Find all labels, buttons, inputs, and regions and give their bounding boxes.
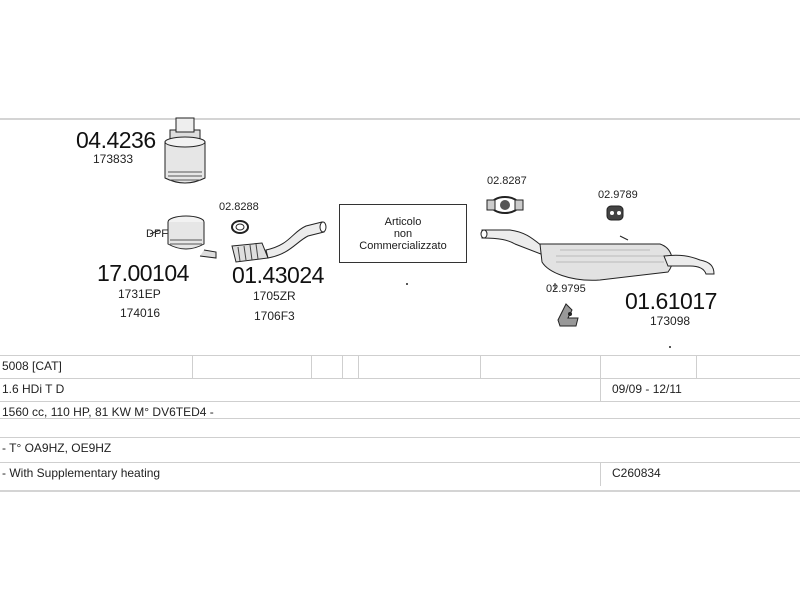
reference-code-cell: C260834 [612,466,661,480]
part-code-01-43024[interactable]: 01.43024 [232,262,324,288]
note-line-1: Articolo [384,215,422,228]
dot-mark [406,283,408,285]
production-date-cell: 09/09 - 12/11 [612,382,682,396]
note-line-3: Commercializzato [359,239,447,252]
not-available-note-box: Articolo non Commercializzato [339,204,467,263]
equipment-note-cell: - With Supplementary heating [2,466,161,480]
table-row-divider [0,355,800,356]
table-col-divider [600,355,601,378]
table-row-divider [0,418,800,419]
part-code-02-8288[interactable]: 02.8288 [219,201,259,213]
dpf-canister-top-part[interactable] [164,117,206,184]
table-row-divider [0,462,800,463]
table-col-divider [600,462,601,486]
vehicle-model-cell: 5008 [CAT] [2,359,62,373]
table-col-divider [600,378,601,401]
part-ref-173833: 173833 [93,152,134,166]
table-col-divider [311,355,312,378]
bracket-hanger-part[interactable] [557,303,579,327]
rear-silencer-part[interactable] [480,229,715,290]
table-row-divider [0,401,800,402]
clamp-part[interactable] [486,196,524,214]
engine-type-cell: 1.6 HDi T D [2,382,65,396]
table-col-divider [192,355,193,378]
front-pipe-part[interactable] [231,221,327,263]
gasket-ring-part[interactable] [231,220,249,234]
part-ref-174016: 174016 [120,306,161,320]
table-row-divider [0,437,800,438]
table-col-divider [696,355,697,378]
part-ref-1705zr: 1705ZR [253,289,296,303]
table-col-divider [342,355,343,378]
table-row-divider [0,378,800,379]
part-code-17-00104[interactable]: 17.00104 [97,260,189,286]
table-col-divider [480,355,481,378]
engine-spec-cell: 1560 cc, 110 HP, 81 KW M° DV6TED4 - [2,405,214,419]
part-code-02-9789[interactable]: 02.9789 [598,189,638,201]
part-code-02-8287[interactable]: 02.8287 [487,175,527,187]
diagram-frame [0,118,800,492]
note-line-2: non [393,227,413,240]
dpf-label: DPF [146,228,168,240]
engine-code-cell: - T° OA9HZ, OE9HZ [2,441,112,455]
part-ref-173098: 173098 [650,314,691,328]
dpf-catalyst-part[interactable] [149,215,217,259]
part-code-02-9795[interactable]: 02.9795 [546,283,586,295]
table-col-divider [358,355,359,378]
dot-mark [669,346,671,348]
part-ref-1731ep: 1731EP [118,287,161,301]
part-code-04-4236[interactable]: 04.4236 [76,127,156,153]
rubber-hanger-top-part[interactable] [606,205,624,221]
part-ref-1706f3: 1706F3 [254,309,295,323]
part-code-01-61017[interactable]: 01.61017 [625,288,717,314]
